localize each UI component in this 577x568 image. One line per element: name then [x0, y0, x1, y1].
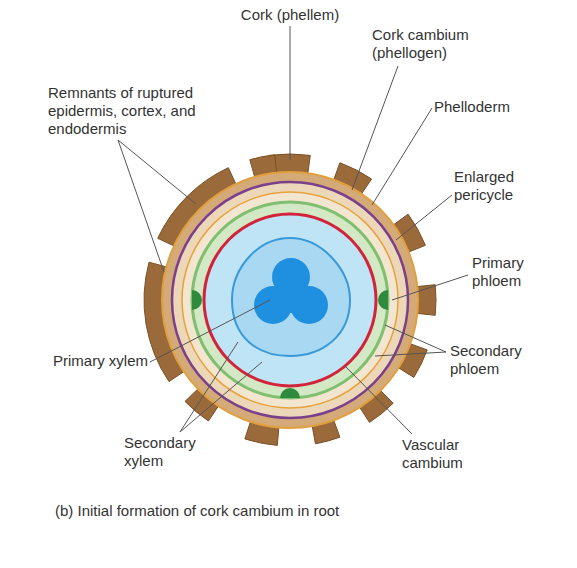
part-label: Phelloderm	[434, 98, 544, 116]
phelloderm-ring	[172, 182, 408, 418]
primary-phloem-patches	[192, 290, 388, 398]
part-label: Cork cambium (phellogen)	[372, 26, 497, 62]
vascular-cambium-ring	[204, 214, 376, 386]
part-label: Primary xylem	[52, 352, 148, 370]
part-label: Secondary phloem	[450, 342, 560, 378]
part-label: Secondary xylem	[124, 434, 224, 470]
part-label: Remnants of ruptured epidermis, cortex, …	[48, 84, 226, 138]
cork-layer	[162, 172, 418, 428]
part-label: Enlarged pericycle	[454, 168, 549, 204]
secondary-xylem-outline	[232, 238, 350, 356]
part-label: Cork (phellem)	[215, 6, 365, 24]
part-label: Primary phloem	[472, 254, 562, 290]
pericycle-ring	[182, 192, 398, 408]
primary-xylem-trefoil	[254, 258, 328, 324]
figure-caption: (b) Initial formation of cork cambium in…	[55, 502, 339, 520]
part-label: Vascular cambium	[402, 436, 512, 472]
